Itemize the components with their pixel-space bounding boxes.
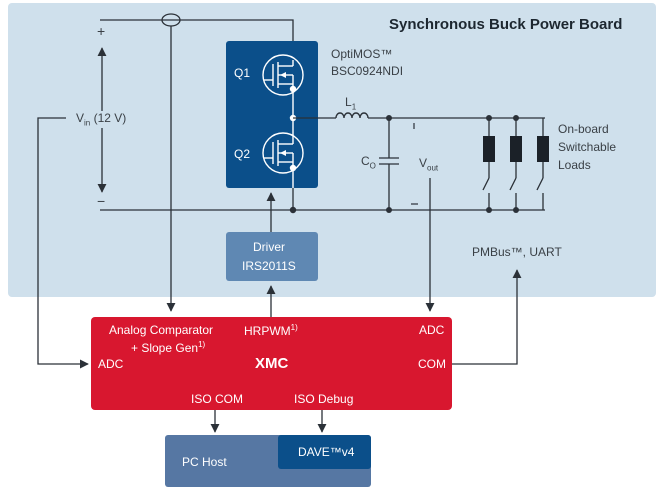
q2-node-dot [289,164,297,172]
xmc-hrpwm: HRPWM1) [244,323,298,338]
slope-gen-text: + Slope Gen [131,341,199,355]
load-1-top-dot [486,115,492,121]
q1-transistor-icon [262,54,304,118]
q2-label: Q2 [234,147,251,161]
inductor-icon [335,112,369,119]
driver-line2: IRS2011S [242,259,296,273]
vin-subscript: in [84,118,91,128]
xmc-analog-line1: Analog Comparator [109,323,214,337]
capacitor-subscript: O [369,161,376,171]
dave-box [278,435,371,469]
inductor-label: L1 [345,96,356,111]
vin-value: (12 V) [93,111,127,125]
mosfet-part-line1: OptiMOS™ [331,47,393,61]
load-1-bottom-dot [486,207,492,213]
inductor-subscript: 1 [351,102,357,112]
pmbus-label: PMBus™, UART [472,245,562,259]
driver-line1: Driver [253,240,285,254]
xmc-com: COM [418,357,446,371]
mosfet-part-line2: BSC0924NDI [331,64,404,78]
driver-box [226,232,318,281]
hrpwm-text: HRPWM [244,324,291,338]
board-title: Synchronous Buck Power Board [389,16,623,33]
xmc-iso-debug: ISO Debug [294,392,354,406]
load-2-top-dot [513,115,519,121]
inductor-symbol: L [345,95,352,109]
cap-top-dot [386,115,392,121]
mosfet-box [226,41,318,188]
xmc-adc-left: ADC [98,357,124,371]
vout-symbol: V [419,156,428,170]
load-resistor-3 [537,136,549,162]
loads-line2: Switchable [558,140,617,154]
lowside-dot [289,206,297,214]
xmc-adc-right: ADC [419,323,445,337]
capacitor-label: CO [361,155,376,170]
q1-node-dot [289,85,297,93]
xmc-name: XMC [255,355,289,372]
pmbus-wire [452,269,522,365]
hrpwm-footnote: 1) [290,323,298,332]
dave-label: DAVE™v4 [298,445,355,459]
slope-gen-footnote: 1) [198,340,206,349]
capacitor-icon [379,118,399,210]
cap-bottom-dot [386,207,392,213]
vin-minus-sign: − [97,193,106,209]
vin-sense-wire [37,117,89,369]
xmc-box [91,317,452,410]
load-2-bottom-dot [513,207,519,213]
load-resistor-2 [510,136,522,162]
vin-symbol: V [76,111,85,125]
pc-host-label: PC Host [182,455,227,469]
loads-line3: Loads [558,158,591,172]
xmc-analog-line2: + Slope Gen1) [131,340,206,355]
vin-plus-sign: + [97,23,106,39]
power-board-area [8,3,656,297]
xmc-iso-com: ISO COM [191,392,244,406]
vout-label: Vout [419,157,438,172]
loads-line1: On-board [558,122,609,136]
switchable-loads [482,118,544,210]
q1-label: Q1 [234,66,251,80]
vout-subscript: out [427,163,439,173]
load-resistor-1 [483,136,495,162]
capacitor-symbol: C [361,154,370,168]
vin-label: Vin (12 V) [74,111,129,129]
